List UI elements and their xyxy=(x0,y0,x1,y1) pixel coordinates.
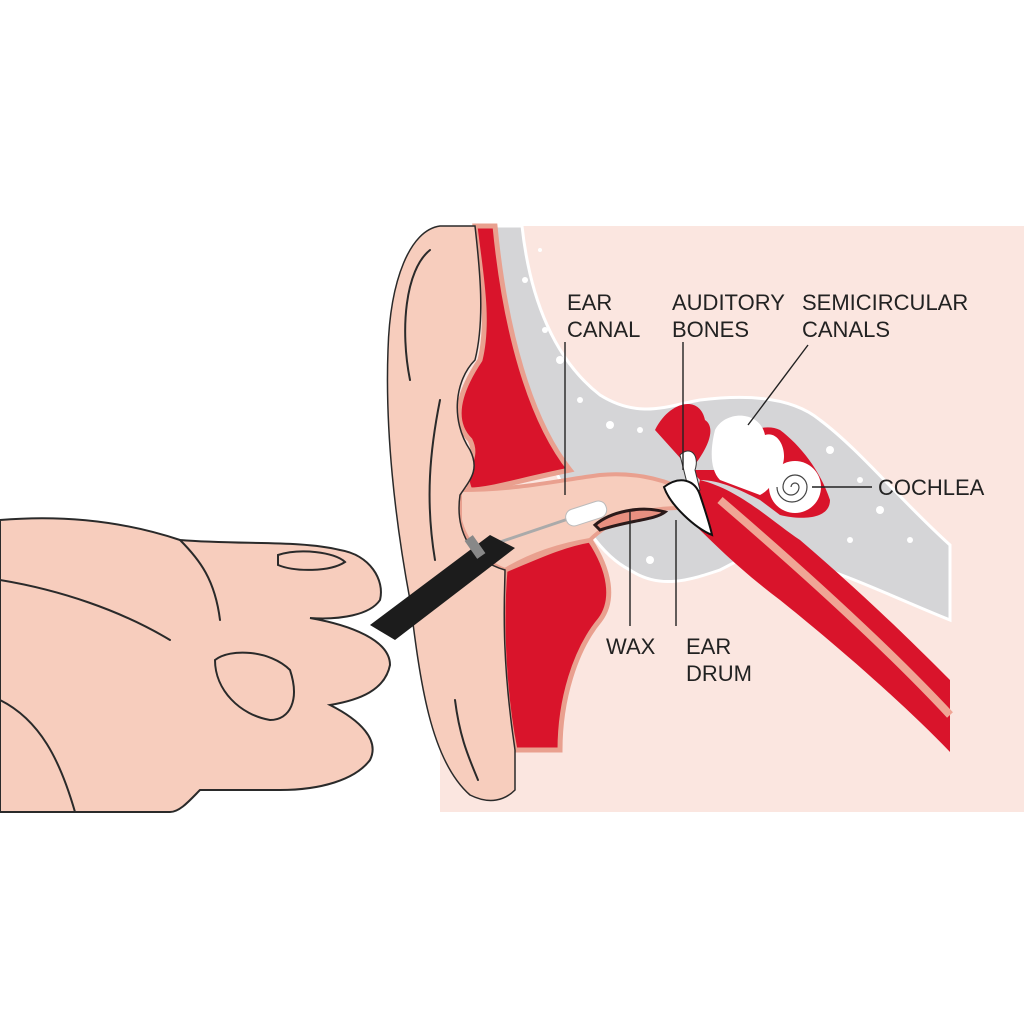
finger-crease xyxy=(0,539,221,813)
hand xyxy=(0,517,392,813)
eustachian-tube xyxy=(690,480,950,752)
outer-ear-fold xyxy=(404,249,479,781)
auditory-bones xyxy=(679,450,701,496)
semicircular-canals xyxy=(711,415,785,495)
leader-semicircular-canals xyxy=(747,344,809,426)
label-auditory-bones: AUDITORY BONES xyxy=(672,290,791,342)
eustachian-tube-inner xyxy=(717,496,953,718)
label-wax: WAX xyxy=(606,634,656,659)
cochlea-spiral xyxy=(776,474,808,503)
label-semicircular-canals: SEMICIRCULAR CANALS xyxy=(802,290,974,342)
label-ear-canal: EAR CANAL xyxy=(567,290,640,342)
label-ear-drum: EAR DRUM xyxy=(686,634,752,686)
label-cochlea: COCHLEA xyxy=(878,475,985,500)
outer-ear xyxy=(386,225,516,802)
ear-drum xyxy=(662,479,714,537)
thumbnail xyxy=(213,651,295,722)
cochlea xyxy=(769,461,821,513)
fingernail-index xyxy=(277,550,347,571)
ear-camera-tool xyxy=(370,500,608,640)
